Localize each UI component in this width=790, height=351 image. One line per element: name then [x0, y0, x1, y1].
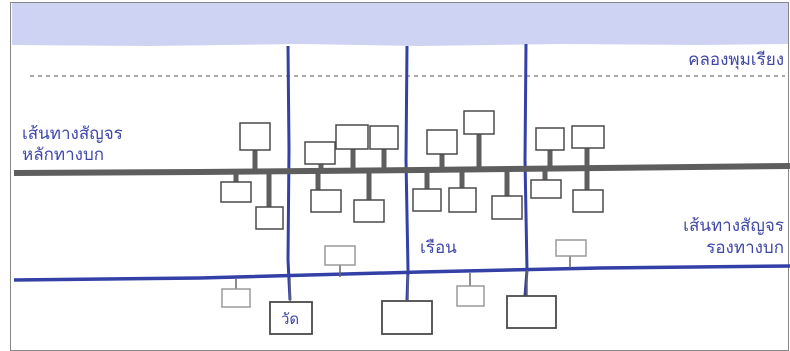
house — [239, 122, 271, 151]
temple-building — [269, 301, 313, 335]
main-route-label-line1: เส้นทางสัญจร — [22, 124, 123, 144]
house — [310, 189, 342, 213]
secondary-route-label-line2: รองทางบก — [706, 238, 784, 258]
main-road — [13, 163, 790, 176]
large-buildings — [269, 295, 557, 335]
house — [463, 110, 495, 135]
house — [220, 181, 252, 203]
house — [491, 195, 523, 220]
house — [571, 125, 605, 149]
house — [456, 285, 485, 307]
large-building — [506, 295, 557, 329]
house — [304, 141, 336, 165]
house — [412, 188, 442, 212]
temple-label: วัด — [281, 310, 300, 328]
houses-lower — [220, 169, 604, 230]
house — [255, 206, 284, 230]
house — [530, 179, 562, 199]
house — [353, 199, 385, 223]
house — [448, 187, 477, 213]
secondary-road — [13, 264, 790, 282]
house — [335, 124, 369, 150]
secondary-route-label-line1: เส้นทางสัญจร — [683, 216, 784, 236]
house — [426, 129, 458, 155]
house — [221, 288, 251, 308]
frame-border — [10, 2, 789, 351]
house — [535, 127, 565, 151]
houses-secondary — [221, 239, 587, 308]
house — [555, 239, 587, 257]
main-route-label-line2: หลักทางบก — [22, 145, 105, 165]
large-building — [381, 300, 433, 335]
houses-upper — [239, 110, 605, 172]
house — [324, 245, 356, 266]
house — [369, 125, 399, 150]
lane-1 — [286, 45, 292, 301]
lane-3 — [523, 43, 529, 297]
canal-water — [12, 3, 788, 46]
houses-label: เรือน — [420, 238, 457, 258]
house — [572, 189, 604, 213]
canal-label: คลองพุมเรียง — [688, 50, 784, 70]
